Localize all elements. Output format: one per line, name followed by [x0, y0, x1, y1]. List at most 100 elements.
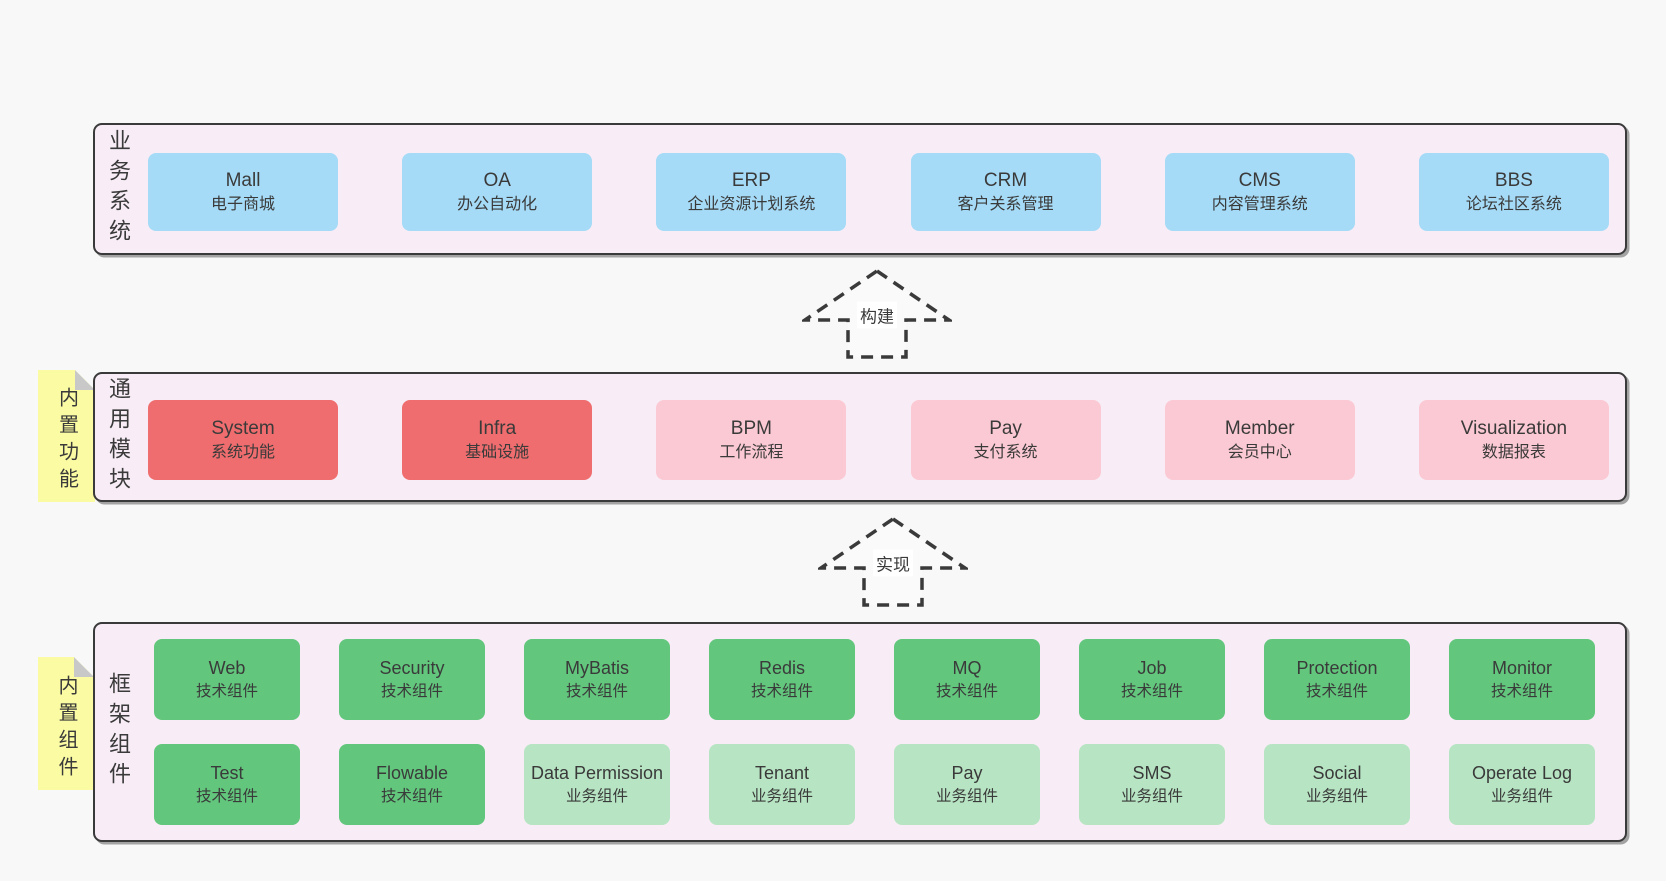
box-subtitle: 技术组件 [1490, 683, 1553, 701]
sticky-note-built-in-components: 内置组件 [38, 657, 94, 790]
box-subtitle: 技术组件 [195, 683, 258, 701]
box-subtitle: 企业资源计划系统 [687, 196, 816, 214]
box-crm: CRM 客户关系管理 [910, 153, 1101, 231]
band-label-common-modules: 通用模块 [106, 377, 131, 497]
folded-corner-icon [75, 370, 95, 390]
box-erp: ERP 企业资源计划系统 [656, 153, 847, 231]
box-member: Member 会员中心 [1164, 400, 1355, 480]
box-title: Test [210, 763, 244, 784]
sticky-note-label: 内置组件 [55, 674, 77, 783]
band-label-business-systems: 业务系统 [106, 129, 131, 249]
box-subtitle: 基础设施 [465, 444, 530, 462]
box-bbs: BBS 论坛社区系统 [1418, 153, 1609, 231]
box-title: Visualization [1460, 417, 1568, 439]
box-infra: Infra 基础设施 [402, 400, 593, 480]
box-subtitle: 业务组件 [1305, 788, 1368, 806]
folded-corner-icon [74, 657, 94, 677]
box-job: Job 技术组件 [1079, 639, 1225, 720]
box-redis: Redis 技术组件 [709, 639, 855, 720]
box-subtitle: 技术组件 [1305, 683, 1368, 701]
box-title: Pay [989, 417, 1022, 439]
box-pay-module: Pay 支付系统 [910, 400, 1101, 480]
box-title: System [211, 417, 275, 439]
box-title: CRM [983, 169, 1028, 191]
box-subtitle: 工作流程 [719, 444, 784, 462]
box-subtitle: 业务组件 [565, 788, 628, 806]
box-title: Member [1224, 417, 1295, 439]
box-subtitle: 电子商城 [210, 196, 275, 214]
box-flowable: Flowable 技术组件 [339, 744, 485, 825]
box-security: Security 技术组件 [339, 639, 485, 720]
box-title: Tenant [754, 763, 810, 784]
box-mybatis: MyBatis 技术组件 [524, 639, 670, 720]
box-web: Web 技术组件 [154, 639, 300, 720]
box-pay-component: Pay 业务组件 [894, 744, 1040, 825]
box-subtitle: 技术组件 [195, 788, 258, 806]
box-subtitle: 客户关系管理 [957, 196, 1054, 214]
box-subtitle: 办公自动化 [457, 196, 538, 214]
box-data-permission: Data Permission 业务组件 [524, 744, 670, 825]
box-subtitle: 技术组件 [750, 683, 813, 701]
box-title: Infra [478, 417, 517, 439]
box-sms: SMS 业务组件 [1079, 744, 1225, 825]
business-systems-row: Mall 电子商城 OA 办公自动化 ERP 企业资源计划系统 CRM 客户关系… [148, 153, 1609, 231]
sticky-note-built-in-features: 内置功能 [38, 370, 95, 502]
box-title: Data Permission [530, 763, 664, 784]
box-subtitle: 业务组件 [1490, 788, 1553, 806]
box-cms: CMS 内容管理系统 [1164, 153, 1355, 231]
box-subtitle: 技术组件 [565, 683, 628, 701]
arrow-label: 实现 [873, 549, 913, 577]
box-title: Social [1312, 763, 1362, 784]
box-subtitle: 技术组件 [380, 788, 443, 806]
box-subtitle: 技术组件 [1120, 683, 1183, 701]
box-social: Social 业务组件 [1264, 744, 1410, 825]
box-subtitle: 论坛社区系统 [1465, 196, 1562, 214]
arrow-implement: 实现 [818, 516, 968, 608]
sticky-note-label: 内置功能 [55, 387, 78, 495]
common-modules-row: System 系统功能 Infra 基础设施 BPM 工作流程 Pay 支付系统… [148, 400, 1609, 480]
box-title: Protection [1296, 658, 1378, 679]
box-subtitle: 内容管理系统 [1211, 196, 1308, 214]
box-title: ERP [731, 169, 771, 191]
box-title: SMS [1132, 763, 1172, 784]
box-mall: Mall 电子商城 [148, 153, 338, 231]
box-title: MyBatis [564, 658, 629, 679]
framework-components-row-1: Web 技术组件 Security 技术组件 MyBatis 技术组件 Redi… [154, 639, 1595, 720]
box-bpm: BPM 工作流程 [656, 400, 847, 480]
box-test: Test 技术组件 [154, 744, 300, 825]
box-title: BBS [1494, 169, 1533, 191]
box-protection: Protection 技术组件 [1264, 639, 1410, 720]
box-title: Pay [951, 763, 983, 784]
arrow-build: 构建 [802, 268, 952, 360]
box-subtitle: 业务组件 [750, 788, 813, 806]
box-subtitle: 系统功能 [210, 444, 275, 462]
framework-components-row-2: Test 技术组件 Flowable 技术组件 Data Permission … [154, 744, 1595, 825]
box-subtitle: 会员中心 [1227, 444, 1292, 462]
box-subtitle: 数据报表 [1481, 444, 1546, 462]
box-title: Redis [758, 658, 806, 679]
box-tenant: Tenant 业务组件 [709, 744, 855, 825]
band-business-systems: 业务系统 Mall 电子商城 OA 办公自动化 ERP 企业资源计划系统 CRM… [93, 123, 1627, 255]
box-title: Operate Log [1471, 763, 1573, 784]
box-subtitle: 业务组件 [1120, 788, 1183, 806]
box-system: System 系统功能 [148, 400, 338, 480]
arrow-label: 构建 [857, 301, 897, 329]
box-title: CMS [1238, 169, 1281, 191]
box-title: OA [483, 169, 511, 191]
box-operate-log: Operate Log 业务组件 [1449, 744, 1595, 825]
box-oa: OA 办公自动化 [402, 153, 593, 231]
band-label-framework-components: 框架组件 [106, 672, 131, 792]
box-title: BPM [730, 417, 772, 439]
box-title: Job [1137, 658, 1167, 679]
box-subtitle: 业务组件 [935, 788, 998, 806]
box-title: Flowable [375, 763, 449, 784]
box-mq: MQ 技术组件 [894, 639, 1040, 720]
box-title: Security [379, 658, 445, 679]
box-title: MQ [952, 658, 982, 679]
box-subtitle: 技术组件 [935, 683, 998, 701]
band-framework-components: 框架组件 Web 技术组件 Security 技术组件 MyBatis 技术组件… [93, 622, 1627, 842]
box-visualization: Visualization 数据报表 [1418, 400, 1609, 480]
box-title: Mall [225, 169, 261, 191]
box-monitor: Monitor 技术组件 [1449, 639, 1595, 720]
